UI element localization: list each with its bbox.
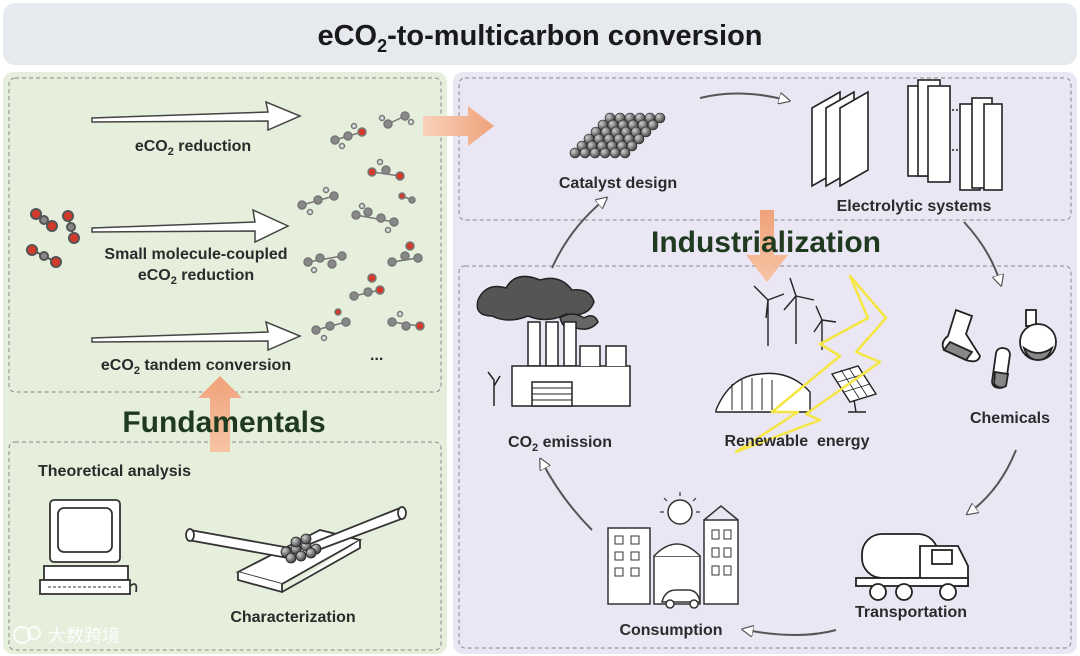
computer-icon [39, 499, 138, 595]
electrolytic-systems-icon [811, 79, 1003, 191]
product-molecules [297, 111, 425, 342]
characterization-label: Characterization [230, 609, 355, 626]
renewable-energy-label: Renewable energy [725, 433, 870, 450]
cycle-arrow-catalyst-to-electrolytic [699, 93, 786, 100]
upstream-box [458, 77, 1072, 221]
cycle-arrow-transportation-to-consumption [746, 630, 837, 635]
tanker-truck-icon [855, 533, 969, 601]
electrolytic-systems-label: Electrolytic systems [837, 198, 992, 215]
industrialization-heading: Industrialization [651, 226, 881, 259]
characterization-icon [185, 506, 407, 594]
fundamentals-heading: Fundamentals [122, 406, 325, 439]
route-arrow-3 [91, 320, 302, 352]
cycle-arrow-electrolytic-to-chemicals [963, 221, 1000, 282]
wind-turbines-icon [715, 277, 837, 413]
cycle-arrow-consumption-to-emission [542, 462, 593, 531]
orange-arrow-right [423, 106, 494, 146]
city-icon [607, 492, 739, 609]
cycle-box [458, 265, 1072, 649]
route-label-eco2-reduction: eCO2 reduction [135, 138, 251, 158]
route-arrow-2 [91, 208, 290, 244]
factory-icon [476, 275, 631, 407]
co2-molecules [26, 208, 80, 268]
route-arrow-1 [91, 100, 302, 132]
chemicals-icon [941, 308, 1057, 389]
cycle-arrow-chemicals-to-transportation [970, 449, 1017, 512]
industrialization-panel [453, 72, 1077, 654]
title-band [3, 3, 1077, 65]
lightning-icon [734, 274, 888, 454]
consumption-label: Consumption [619, 622, 722, 639]
chemicals-label: Chemicals [970, 410, 1050, 427]
diagram-title: eCO2-to-multicarbon conversion [317, 20, 762, 56]
catalyst-icon [569, 112, 666, 159]
watermark-text: 大数跨境 [48, 626, 120, 646]
route-label-small-molecule-line1: Small molecule-coupled [104, 246, 287, 263]
route-label-tandem-conversion: eCO2 tandem conversion [101, 357, 291, 377]
orange-arrow-up [198, 376, 242, 452]
orange-arrow-down [746, 210, 788, 282]
cycle-arrow-emission-to-catalyst [551, 200, 604, 269]
transportation-label: Transportation [855, 604, 967, 621]
theoretical-analysis-label: Theoretical analysis [38, 463, 191, 480]
watermark: 大数跨境 [13, 626, 120, 646]
catalyst-design-label: Catalyst design [559, 175, 677, 192]
routes-box [8, 77, 442, 393]
co2-emission-label: CO2 emission [508, 434, 612, 454]
route-label-small-molecule-line2: eCO2 reduction [138, 267, 254, 287]
ellipsis: ... [370, 347, 383, 364]
